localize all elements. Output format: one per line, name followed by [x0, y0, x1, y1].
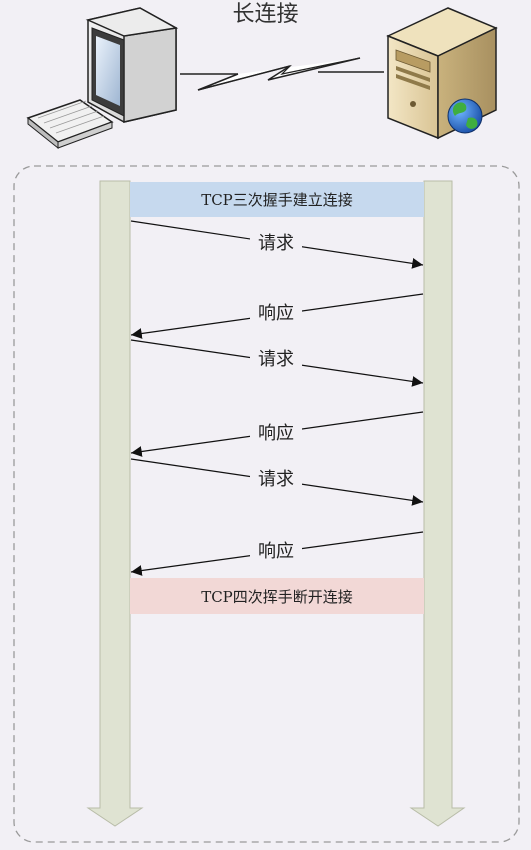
handshake-band: [130, 182, 424, 217]
message-label: 响应: [258, 423, 294, 444]
message-2: 响应: [130, 293, 424, 339]
handshake-label: TCP三次握手建立连接: [201, 191, 353, 209]
message-label: 响应: [258, 541, 294, 562]
teardown-label: TCP四次挥手断开连接: [201, 588, 353, 606]
client-lifeline: [86, 180, 144, 827]
desktop-computer-icon: [26, 7, 179, 150]
message-5: 请求: [130, 458, 424, 506]
message-6: 响应: [130, 531, 424, 576]
web-server-icon: [386, 7, 498, 140]
diagram-title: 长连接: [232, 2, 299, 27]
lightning-link-icon: [180, 57, 384, 91]
teardown-band: [130, 578, 424, 614]
connection-frame: [13, 165, 520, 843]
message-label: 请求: [258, 233, 294, 254]
message-4: 响应: [130, 411, 424, 457]
message-label: 响应: [258, 303, 294, 324]
server-lifeline: [409, 180, 466, 827]
message-1: 请求: [130, 220, 424, 269]
message-label: 请求: [258, 349, 294, 370]
message-label: 请求: [258, 469, 294, 490]
message-3: 请求: [130, 339, 424, 387]
